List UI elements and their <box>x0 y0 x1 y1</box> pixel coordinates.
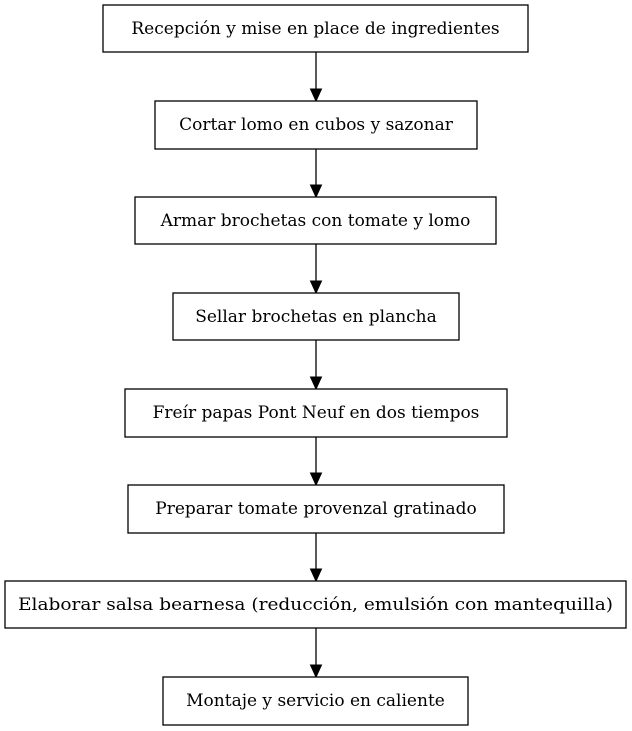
flow-arrow-1 <box>309 52 323 103</box>
flow-arrow-4 <box>309 340 323 391</box>
flow-step-5: Freír papas Pont Neuf en dos tiempos <box>124 388 508 438</box>
flow-step-4-label: Sellar brochetas en plancha <box>195 307 437 327</box>
flow-step-6-label: Preparar tomate provenzal gratinado <box>155 499 476 519</box>
flow-arrow-2 <box>309 149 323 199</box>
flow-step-1: Recepción y mise en place de ingrediente… <box>102 4 529 53</box>
flow-step-8-label: Montaje y servicio en caliente <box>186 691 445 711</box>
flow-step-2: Cortar lomo en cubos y sazonar <box>154 100 478 150</box>
flow-arrow-6 <box>309 533 323 583</box>
flow-step-7-label: Elaborar salsa bearnesa (reducción, emul… <box>18 595 613 615</box>
flow-step-3: Armar brochetas con tomate y lomo <box>134 196 497 245</box>
flow-step-6: Preparar tomate provenzal gratinado <box>127 484 505 534</box>
flow-step-8: Montaje y servicio en caliente <box>162 676 469 726</box>
flow-step-2-label: Cortar lomo en cubos y sazonar <box>179 115 454 135</box>
flow-step-7: Elaborar salsa bearnesa (reducción, emul… <box>4 580 627 629</box>
flow-arrow-7 <box>309 628 323 679</box>
flow-step-1-label: Recepción y mise en place de ingrediente… <box>131 19 499 39</box>
flow-step-5-label: Freír papas Pont Neuf en dos tiempos <box>153 403 480 423</box>
flow-arrow-3 <box>309 244 323 295</box>
flow-arrow-5 <box>309 437 323 487</box>
flow-step-4: Sellar brochetas en plancha <box>172 292 460 341</box>
flow-step-3-label: Armar brochetas con tomate y lomo <box>160 211 471 231</box>
